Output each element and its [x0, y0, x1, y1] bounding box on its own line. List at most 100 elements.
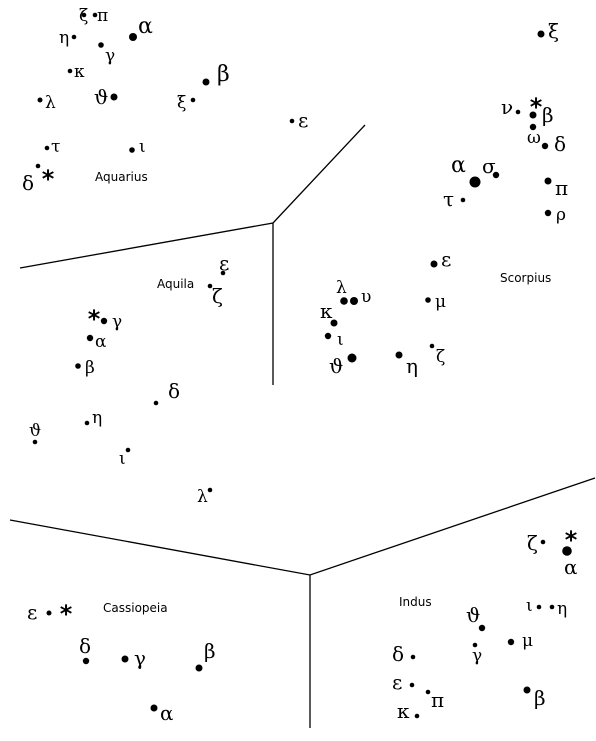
star-dot-scorpius-0 [537, 30, 545, 38]
star-dot-indus-5 [472, 642, 478, 648]
star-label-indus-2: ϑ [466, 603, 480, 627]
star-dot-aquila-1 [207, 283, 213, 289]
star-label-indus-5: γ [472, 646, 482, 666]
star-label-scorpius-3: ω [527, 128, 541, 148]
star-label-aquila-3: α [95, 332, 107, 352]
star-dot-scorpius-7 [460, 197, 466, 203]
asterisk-marker-icon: * [88, 305, 101, 333]
star-dot-scorpius-13 [350, 297, 358, 305]
asterisk-marker-icon: * [42, 165, 55, 193]
star-label-scorpius-7: τ [443, 187, 454, 211]
star-dot-scorpius-3 [529, 123, 537, 131]
star-dot-aquila-6 [84, 420, 90, 426]
star-label-cassiopeia-1: δ [79, 634, 91, 658]
star-dot-scorpius-2 [529, 111, 537, 119]
star-dot-cassiopeia-4 [150, 704, 158, 712]
star-label-aquila-9: λ [197, 487, 208, 507]
star-dot-indus-11 [523, 686, 531, 694]
constellation-name-indus: Indus [399, 595, 432, 609]
star-label-aquarius-11: ι [139, 137, 146, 157]
star-label-scorpius-11: μ [435, 292, 446, 312]
star-label-scorpius-2: β [542, 103, 554, 127]
star-dot-scorpius-10 [430, 260, 438, 268]
star-label-scorpius-17: η [406, 354, 418, 378]
star-dot-cassiopeia-0 [46, 610, 52, 616]
star-dot-indus-9 [425, 689, 431, 695]
star-label-scorpius-5: α [451, 153, 466, 178]
star-dot-aquarius-12 [35, 163, 41, 169]
star-dot-scorpius-12 [340, 297, 348, 305]
star-dot-indus-8 [409, 682, 415, 688]
star-label-scorpius-14: κ [320, 299, 333, 323]
star-dot-aquila-8 [125, 447, 131, 453]
star-dot-aquila-9 [207, 487, 213, 493]
star-dot-indus-6 [507, 638, 515, 646]
star-label-aquila-2: γ [112, 312, 122, 332]
star-dot-aquarius-8 [190, 97, 196, 103]
star-label-scorpius-8: π [555, 176, 568, 200]
star-dot-aquila-0 [220, 270, 226, 276]
star-label-scorpius-4: δ [554, 132, 566, 156]
star-dot-aquila-2 [100, 317, 108, 325]
star-dot-aquarius-6 [37, 97, 43, 103]
star-label-cassiopeia-4: α [160, 701, 174, 725]
star-dot-aquila-4 [75, 363, 81, 369]
star-label-scorpius-15: ι [337, 330, 344, 350]
star-label-aquila-1: ζ [212, 284, 223, 308]
star-dot-aquila-5 [153, 400, 159, 406]
star-dot-scorpius-6 [492, 171, 500, 179]
star-label-aquarius-5: κ [74, 62, 85, 82]
star-label-indus-10: κ [397, 699, 410, 723]
star-label-indus-4: η [557, 599, 567, 619]
constellation-names: Aquarius Scorpius Aquila Cassiopeia Indu… [95, 170, 551, 615]
star-label-cassiopeia-0: ε [27, 600, 37, 624]
star-label-indus-1: α [564, 555, 578, 579]
star-dot-scorpius-15 [324, 332, 332, 340]
star-dot-aquarius-4 [129, 33, 137, 41]
star-label-aquarius-6: λ [45, 93, 56, 113]
star-label-aquila-7: ϑ [29, 421, 41, 441]
star-label-indus-8: ε [392, 670, 402, 694]
star-dot-cassiopeia-3 [195, 664, 203, 672]
constellation-name-scorpius: Scorpius [500, 271, 551, 285]
star-dot-scorpius-8 [544, 177, 552, 185]
star-label-indus-6: μ [522, 631, 533, 651]
star-label-indus-9: π [431, 688, 444, 712]
star-label-aquarius-2: π [97, 6, 108, 26]
star-label-aquarius-13: ε [298, 108, 308, 132]
divider-lower-regions [9, 477, 596, 576]
asterisk-marker-icon: * [565, 526, 578, 554]
star-label-cassiopeia-3: β [204, 639, 216, 663]
star-dot-aquarius-2 [92, 12, 98, 18]
star-label-scorpius-9: ρ [556, 205, 566, 225]
star-dot-scorpius-18 [429, 343, 435, 349]
star-dot-indus-2 [478, 624, 486, 632]
star-dot-indus-10 [414, 713, 420, 719]
constellation-name-aquila: Aquila [157, 277, 194, 291]
star-dot-aquarius-13 [289, 118, 295, 124]
star-label-aquila-0: ε [219, 251, 229, 275]
star-dot-indus-0 [540, 539, 546, 545]
star-dot-scorpius-1 [515, 109, 521, 115]
star-label-scorpius-0: ξ [548, 19, 559, 43]
star-dot-scorpius-5 [469, 176, 481, 188]
star-dot-aquarius-3 [98, 42, 104, 48]
star-label-aquila-8: ι [119, 449, 126, 469]
star-dot-scorpius-4 [541, 142, 549, 150]
star-label-aquila-5: δ [168, 379, 180, 403]
star-dot-aquila-7 [32, 439, 38, 445]
star-dot-cassiopeia-1 [82, 657, 90, 665]
star-label-aquila-6: η [92, 408, 102, 428]
star-dot-scorpius-11 [425, 297, 431, 303]
star-label-scorpius-1: ν [501, 95, 513, 119]
asterisk-marker-icon: * [60, 600, 73, 628]
star-dot-aquarius-11 [129, 147, 135, 153]
star-label-aquarius-3: γ [105, 46, 115, 66]
star-dot-aquarius-10 [44, 145, 50, 151]
star-label-scorpius-18: ζ [436, 347, 445, 367]
star-dot-aquila-3 [86, 334, 94, 342]
